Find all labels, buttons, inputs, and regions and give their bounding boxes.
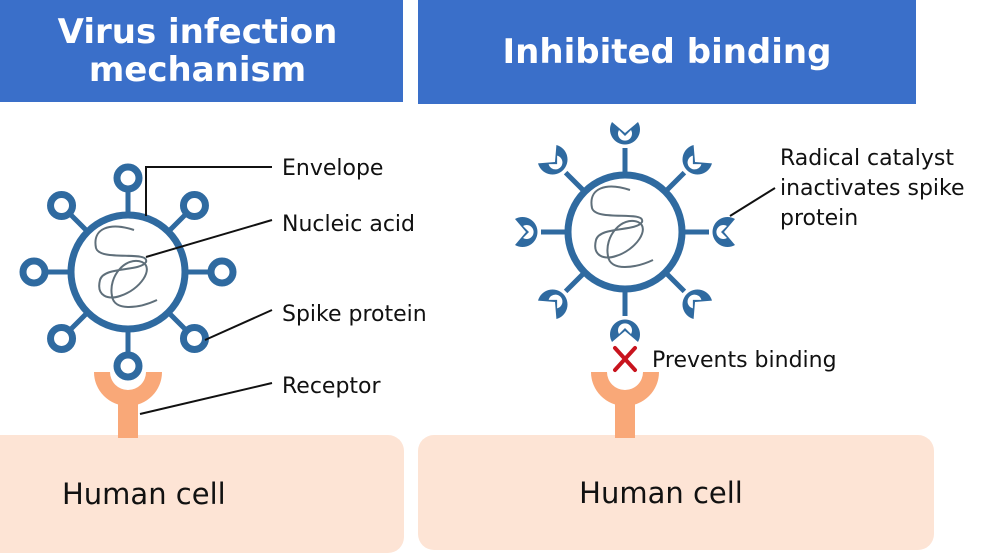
- spike-protein-icon: [19, 257, 71, 287]
- receptor-right-icon: [591, 372, 659, 438]
- label-spike-protein: Spike protein: [282, 302, 427, 327]
- block-x-icon: [613, 346, 637, 372]
- leader-spike-protein: [204, 309, 273, 341]
- spike-protein-icon: [47, 310, 90, 353]
- header-virus-infection-mechanism: Virus infection mechanism: [0, 0, 403, 102]
- label-radical-line2: inactivates spike: [780, 176, 965, 201]
- header-left-line2: mechanism: [88, 50, 307, 90]
- virus-normal-icon: [19, 163, 237, 381]
- human-cell-left: Human cell: [0, 435, 404, 553]
- label-radical-line1: Radical catalyst: [780, 146, 954, 171]
- spike-protein-icon: [663, 270, 712, 319]
- header-left-line1: Virus infection: [57, 11, 338, 52]
- spike-protein-icon: [166, 191, 209, 234]
- spike-protein-icon: [663, 145, 712, 194]
- leader-nucleic-acid: [145, 219, 273, 258]
- label-nucleic-acid: Nucleic acid: [282, 212, 415, 237]
- envelope-icon: [564, 171, 686, 293]
- label-envelope: Envelope: [282, 156, 383, 181]
- spike-protein-icon: [682, 217, 735, 247]
- leader-receptor: [139, 382, 273, 415]
- spike-protein-icon: [113, 329, 143, 381]
- nucleic-acid-left-icon: [94, 225, 158, 308]
- spike-protein-icon: [610, 122, 640, 175]
- human-cell-right: Human cell: [418, 435, 934, 550]
- label-receptor: Receptor: [282, 374, 382, 399]
- spike-protein-icon: [515, 217, 568, 247]
- leader-envelope: [145, 166, 272, 216]
- spike-protein-icon: [538, 145, 587, 194]
- spike-protein-icon: [166, 310, 209, 353]
- spike-protein-icon: [538, 270, 587, 319]
- label-radical-line3: protein: [780, 206, 858, 231]
- header-right-title: Inhibited binding: [502, 31, 832, 72]
- virus-inactivated-icon: [515, 122, 735, 342]
- human-cell-left-label: Human cell: [62, 477, 226, 511]
- header-inhibited-binding: Inhibited binding: [418, 0, 916, 104]
- human-cell-right-label: Human cell: [579, 475, 743, 510]
- leader-lines-left: [139, 166, 273, 415]
- spike-protein-icon: [185, 257, 237, 287]
- label-prevents-binding: Prevents binding: [652, 348, 837, 373]
- nucleic-acid-right-icon: [590, 185, 654, 268]
- spike-protein-icon: [47, 191, 90, 234]
- receptor-left-icon: [94, 372, 162, 438]
- envelope-icon: [67, 211, 189, 333]
- spike-protein-icon: [113, 163, 143, 215]
- spike-protein-icon: [610, 289, 640, 342]
- leader-radical-catalyst: [729, 187, 776, 217]
